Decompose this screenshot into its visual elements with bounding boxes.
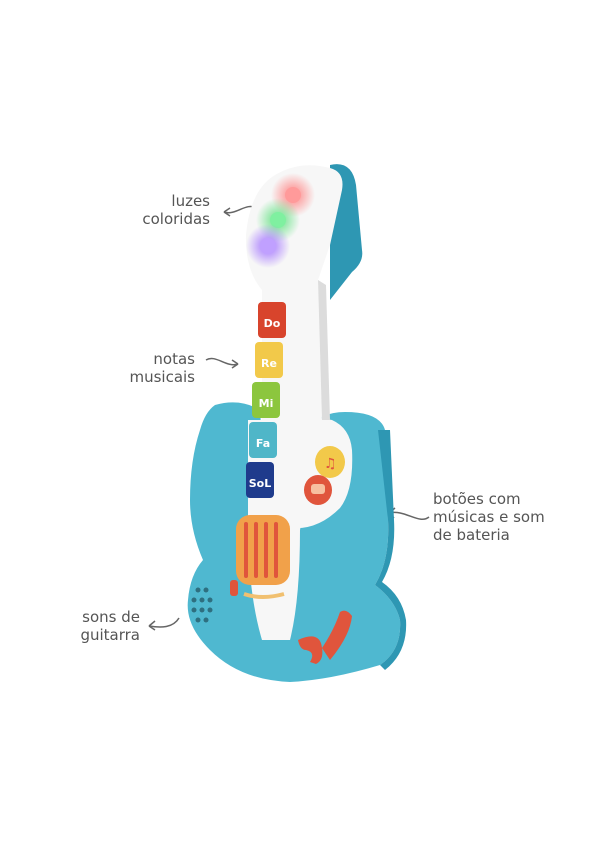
label-buttons: botões com músicas e som de bateria — [433, 490, 583, 544]
led-green — [270, 212, 286, 228]
note-key-do[interactable] — [258, 302, 286, 338]
label-line: luzes — [171, 192, 210, 210]
note-key-label: Mi — [259, 397, 274, 410]
arrow-icon — [148, 617, 180, 631]
label-line: musicais — [129, 368, 195, 386]
label-musical-notes: notas musicais — [110, 350, 195, 386]
led-purple — [260, 238, 276, 254]
label-line: botões com — [433, 490, 521, 508]
label-line: de bateria — [433, 526, 510, 544]
bridge-strip — [243, 592, 285, 599]
note-key-label: SoL — [249, 477, 272, 490]
label-line: notas — [153, 350, 195, 368]
speaker-holes — [191, 587, 213, 623]
note-key-mi[interactable] — [252, 382, 280, 418]
label-line: coloridas — [142, 210, 210, 228]
note-key-label: Do — [264, 317, 281, 330]
note-key-re[interactable] — [255, 342, 283, 378]
grille-lines — [244, 522, 278, 578]
led-red — [285, 187, 301, 203]
note-key-label: Fa — [256, 437, 270, 450]
label-line: músicas e som — [433, 508, 545, 526]
note-key-fa[interactable] — [249, 422, 277, 458]
music-button — [315, 446, 345, 478]
note-key-sol[interactable] — [246, 462, 274, 498]
label-line: guitarra — [80, 626, 140, 644]
neck-side — [318, 280, 330, 420]
label-colored-lights: luzes coloridas — [120, 192, 210, 228]
knob — [230, 580, 238, 596]
note-key-label: Re — [261, 357, 277, 370]
whammy-bar — [298, 636, 323, 664]
svg-text:♫: ♫ — [324, 456, 337, 472]
label-line: sons de — [82, 608, 140, 626]
body-edge — [375, 430, 407, 670]
label-guitar-sounds: sons de guitarra — [60, 608, 140, 644]
arrow-icon — [205, 357, 239, 369]
